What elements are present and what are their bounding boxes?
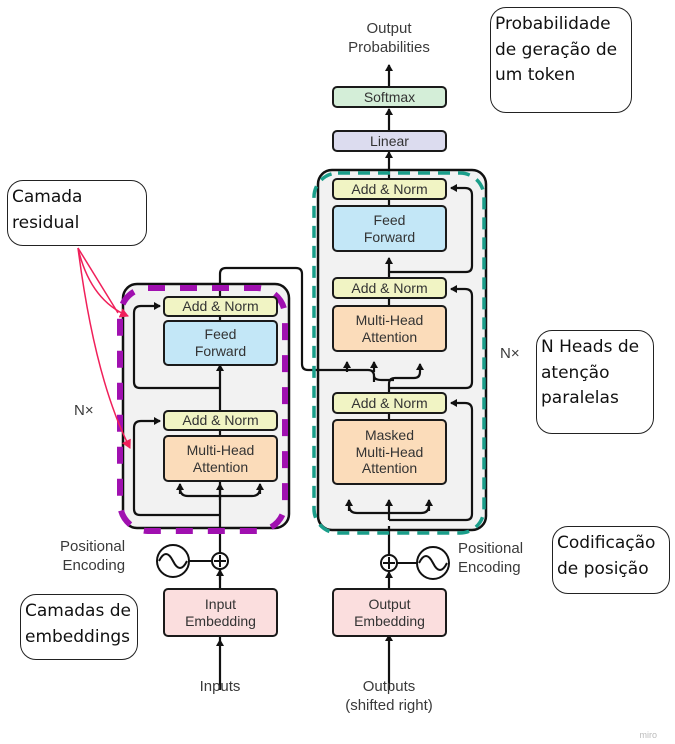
encoder-nx-label: N× [74,402,94,419]
decoder-highlight [312,171,486,535]
note-probability: Probabilidade de geração de um token [490,7,632,113]
decoder-masked-multi-head-attention: Masked Multi-Head Attention [332,419,447,485]
encoder-add-norm-top: Add & Norm [163,296,278,317]
residual-arrow-3 [77,247,131,449]
softmax-block: Softmax [332,86,447,108]
inputs-label: Inputs [199,678,241,695]
note-embeddings: Camadas de embeddings [20,594,138,660]
outputs-label: Outputs (shifted right) [345,678,433,714]
encoder-multi-head-attention: Multi-Head Attention [163,435,278,482]
encoder-feed-forward: Feed Forward [163,320,278,366]
output-probabilities-label: Output Probabilities [348,20,430,56]
miro-watermark: miro [639,730,658,740]
decoder-positional-encoding-label: Positional Encoding [458,540,524,576]
residual-arrow-1 [77,247,129,318]
note-heads: N Heads de atenção paralelas [536,330,654,434]
decoder-add-norm-mid: Add & Norm [332,277,447,299]
decoder-feed-forward: Feed Forward [332,205,447,252]
decoder-add-norm-top: Add & Norm [332,178,447,200]
linear-block: Linear [332,130,447,152]
decoder-multi-head-attention: Multi-Head Attention [332,305,447,352]
encoder-positional-encoding-label: Positional Encoding [60,538,126,574]
output-embedding: Output Embedding [332,588,447,637]
encoder-add-norm-bottom: Add & Norm [163,410,278,431]
note-positional: Codificação de posição [552,526,670,594]
decoder-add-norm-bottom: Add & Norm [332,392,447,414]
residual-arrow-2 [77,247,119,314]
input-embedding: Input Embedding [163,588,278,637]
decoder-nx-label: N× [500,345,520,362]
note-residual: Camada residual [7,180,147,246]
